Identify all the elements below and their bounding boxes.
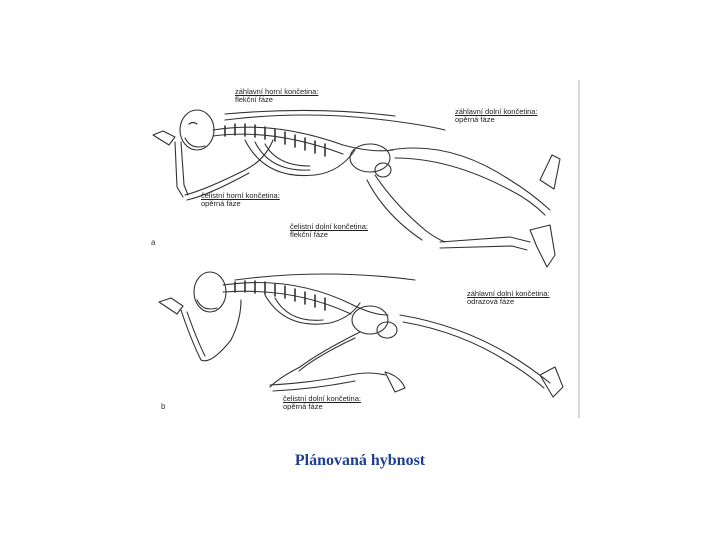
panel-b-letter: b [161, 402, 165, 411]
label-a-rear-lower-limb: záhlavní dolní končetina: opěrná fáze [455, 108, 538, 124]
label-a-jaw-lower-limb: čelistní dolní končetina: flekční fáze [290, 223, 368, 239]
panel-a-letter: a [151, 238, 155, 247]
skeleton-figure-a [153, 110, 560, 267]
label-a-jaw-upper-limb: čelistní horní končetina: opěrná fáze [201, 192, 280, 208]
label-phase: opěrná fáze [201, 200, 280, 208]
label-phase: opěrná fáze [455, 116, 538, 124]
label-phase: flekční fáze [235, 96, 318, 104]
skeleton-drawing [145, 80, 580, 418]
label-phase: odrazová fáze [467, 298, 550, 306]
skeleton-illustration: záhlavní horní končetina: flekční fáze z… [145, 80, 580, 418]
label-phase: opěrná fáze [283, 403, 361, 411]
label-b-jaw-lower-limb: čelistní dolní končetina: opěrná fáze [283, 395, 361, 411]
label-phase: flekční fáze [290, 231, 368, 239]
label-a-rear-upper-limb: záhlavní horní končetina: flekční fáze [235, 88, 318, 104]
slide-caption: Plánovaná hybnost [0, 452, 720, 470]
label-b-rear-lower-limb: záhlavní dolní končetina: odrazová fáze [467, 290, 550, 306]
scan-edge [578, 80, 580, 418]
